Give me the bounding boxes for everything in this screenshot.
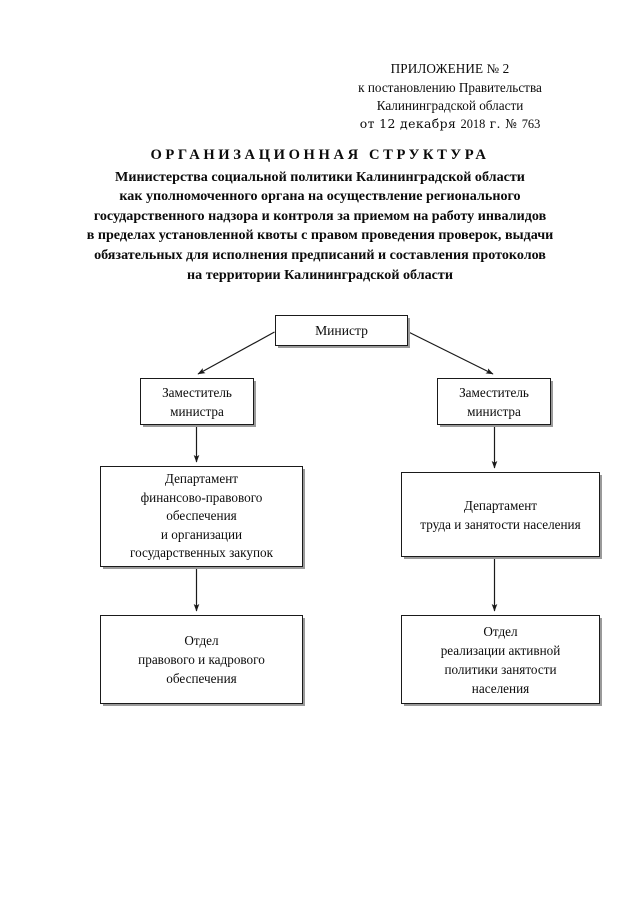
org-node-div-policy-label: Отдел реализации активной политики занят… [440,623,561,696]
org-node-deputy-right[interactable]: Заместитель министра [437,378,551,425]
title-line-4: в пределах установленной квоты с правом … [86,227,554,244]
org-node-div-legal[interactable]: Отдел правового и кадрового обеспечения [100,615,303,704]
appendix-header-line-2: к постановлению Правительства [358,79,542,95]
date-prefix: от 12 декабря [359,116,457,131]
title-heading: ОРГАНИЗАЦИОННАЯ СТРУКТУРА [150,147,490,163]
org-node-deputy-left[interactable]: Заместитель министра [140,378,254,425]
resolution-date-line: от 12 декабря 2018 г. № 763 [300,116,600,132]
org-node-minister[interactable]: Министр [275,315,408,346]
title-line-3: государственного надзора и контроля за п… [93,207,547,224]
org-node-div-policy[interactable]: Отдел реализации активной политики занят… [401,615,600,704]
org-node-dept-finance[interactable]: Департамент финансово-правового обеспече… [100,466,303,567]
page-title: ОРГАНИЗАЦИОННАЯ СТРУКТУРА Министерства с… [20,146,620,285]
org-node-div-legal-label: Отдел правового и кадрового обеспечения [138,633,265,686]
edge-minister-to-deputy-right [408,331,494,375]
org-node-dept-labour[interactable]: Департамент труда и занятости населения [401,472,600,557]
title-line-5: обязательных для исполнения предписаний … [94,246,546,263]
title-line-6: на территории Калининградской области [187,266,453,283]
date-year: 2018 [460,117,486,131]
title-line-2: как уполномоченного органа на осуществле… [119,188,521,205]
date-number: 763 [521,117,541,131]
edge-minister-to-deputy-left [197,331,275,375]
org-node-dept-labour-label: Департамент труда и занятости населения [420,497,581,532]
title-line-1: Министерства социальной политики Калинин… [115,168,525,185]
appendix-header-line-1: ПРИЛОЖЕНИЕ № 2 [390,61,510,76]
org-node-dept-finance-label: Департамент финансово-правового обеспече… [129,471,274,561]
org-node-deputy-right-label: Заместитель министра [459,384,529,419]
org-node-minister-label: Министр [315,323,368,338]
appendix-header-line-3: Калининградской области [376,98,524,113]
org-node-deputy-left-label: Заместитель министра [162,384,232,419]
date-suffix: г. № [489,116,518,131]
appendix-header: ПРИЛОЖЕНИЕ № 2 к постановлению Правитель… [300,60,600,116]
